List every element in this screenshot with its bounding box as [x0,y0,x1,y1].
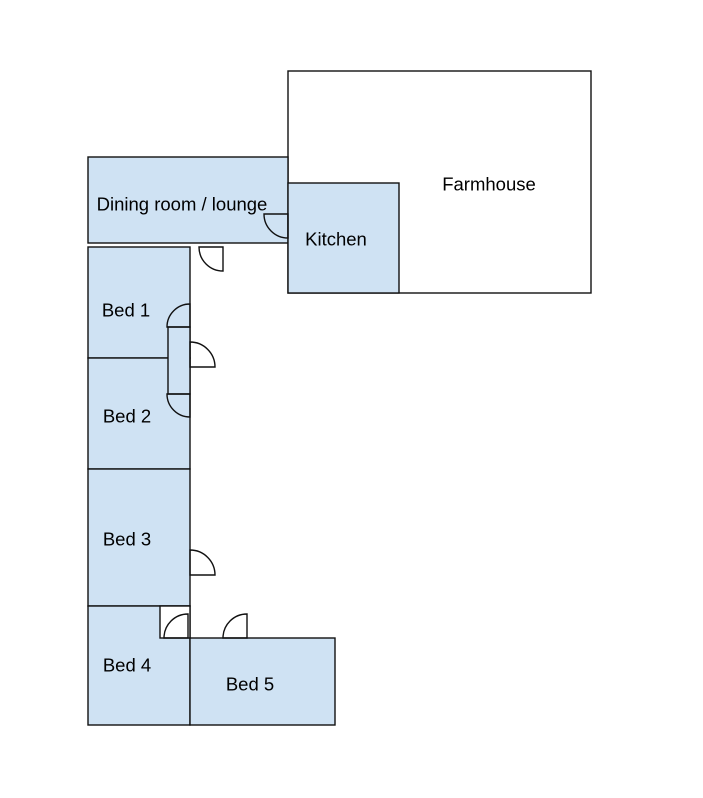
room-label-bed-1: Bed 1 [102,299,150,320]
room-bed-3 [87,468,191,607]
door-arc-bed-5 [222,613,248,639]
door-arc-kitchen-dining [263,213,289,239]
door-arc-bed-2 [166,393,191,418]
door-arc-bed-1 [166,303,191,328]
door-arc-bed-3 [189,549,216,576]
room-label-farmhouse: Farmhouse [442,173,536,194]
bed1-bed2-door-vestibule [167,326,191,395]
door-arc-hallway-upper [198,246,224,272]
door-arc-hallway-middle [189,341,216,368]
room-dining-room-lounge [87,156,289,244]
room-label-kitchen: Kitchen [305,228,367,249]
door-arc-bed-4 [163,613,189,639]
room-label-bed-4: Bed 4 [103,654,151,675]
room-label-bed-3: Bed 3 [103,528,151,549]
room-label-dining-room-lounge: Dining room / lounge [97,193,268,214]
room-label-bed-5: Bed 5 [226,673,274,694]
room-kitchen [287,182,400,294]
room-bed-5 [189,637,336,726]
room-label-bed-2: Bed 2 [103,405,151,426]
